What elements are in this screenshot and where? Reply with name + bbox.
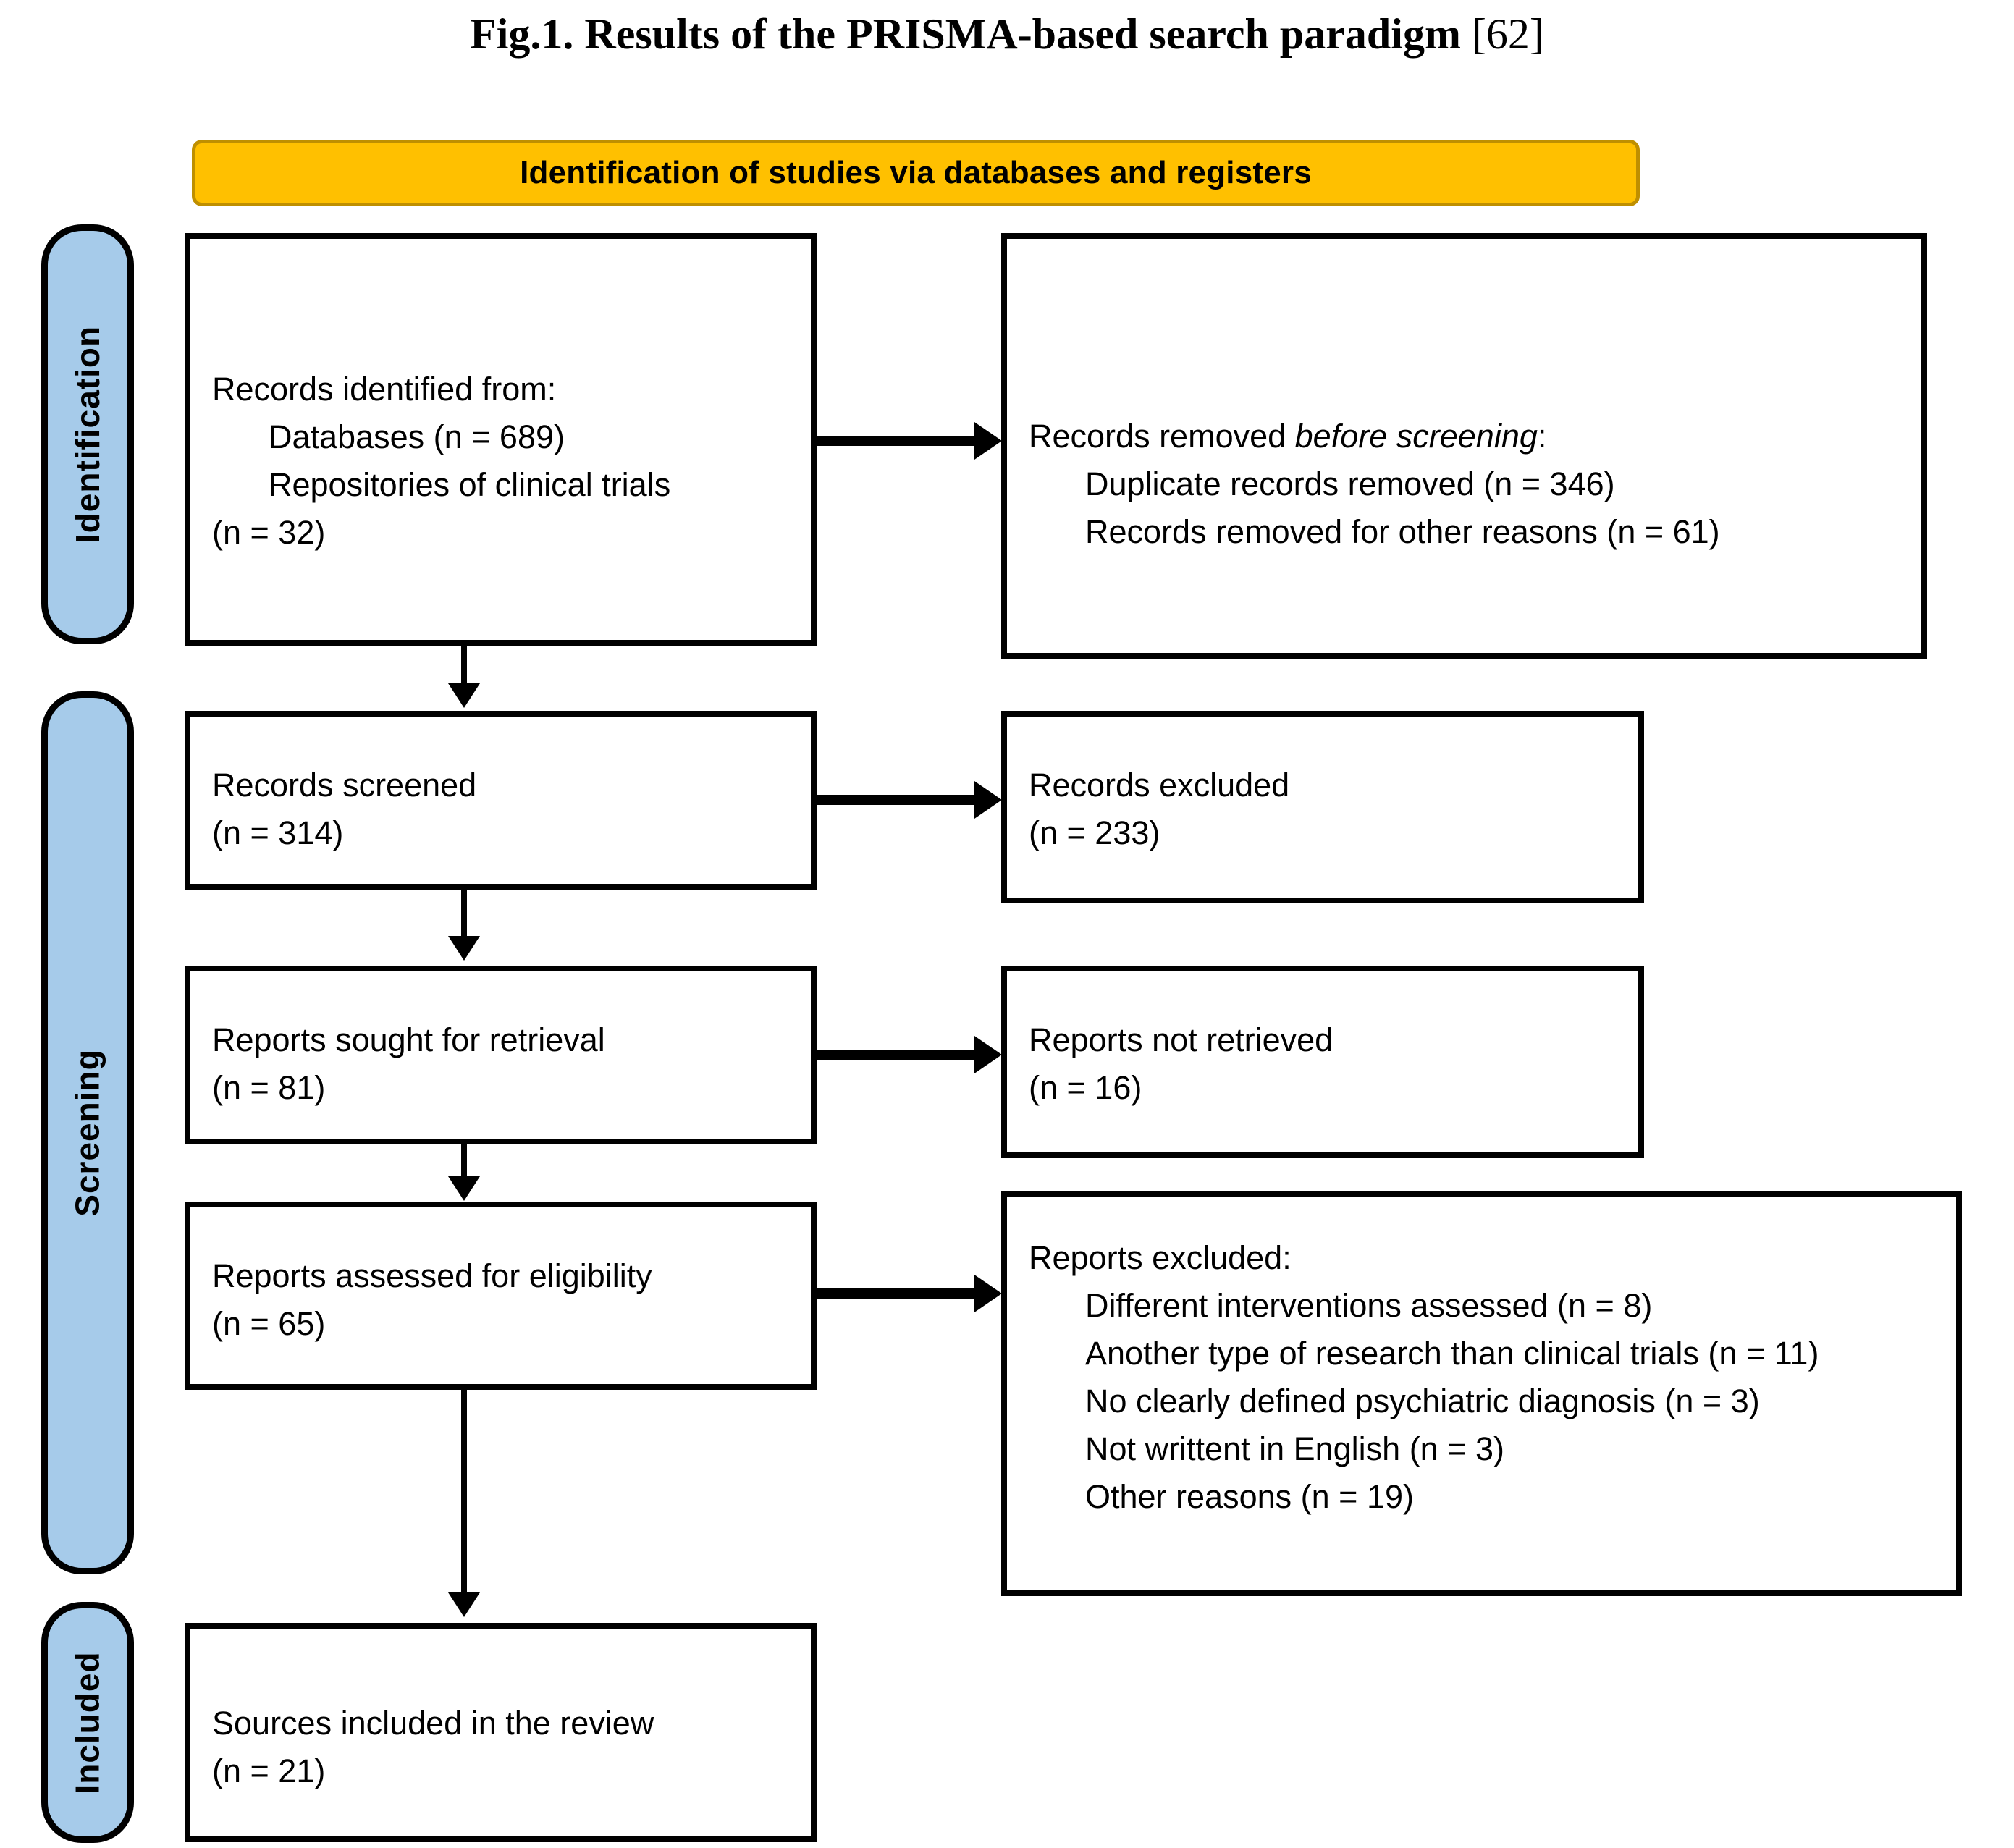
identification-banner: Identification of studies via databases …: [192, 140, 1640, 206]
box-records-excluded: Records excluded (n = 233): [1001, 711, 1644, 903]
records-identified-repositories-count: (n = 32): [212, 514, 326, 551]
records-identified-repositories: Repositories of clinical trials: [269, 466, 671, 503]
reports-not-retrieved-label: Reports not retrieved: [1029, 1021, 1333, 1058]
records-identified-heading: Records identified from:: [212, 371, 557, 408]
connector-sought-to-not-retrieved: [817, 1050, 977, 1060]
records-removed-heading-emphasis: before screening: [1294, 418, 1538, 455]
reports-excluded-reason-1: Different interventions assessed (n = 8): [1085, 1287, 1653, 1324]
records-screened-label: Records screened: [212, 767, 477, 803]
stage-label-identification: Identification: [69, 325, 107, 544]
box-sources-included-text: Sources included in the review (n = 21): [212, 1700, 798, 1795]
records-removed-heading: Records removed before screening:: [1029, 413, 1908, 460]
box-reports-sought: Reports sought for retrieval (n = 81): [185, 966, 817, 1144]
records-removed-heading-pre: Records removed: [1029, 418, 1295, 455]
figure-title: Fig.1. Results of the PRISMA-based searc…: [0, 6, 2014, 62]
box-records-screened-text: Records screened (n = 314): [212, 761, 798, 857]
reports-sought-label: Reports sought for retrieval: [212, 1021, 605, 1058]
box-reports-not-retrieved: Reports not retrieved (n = 16): [1001, 966, 1644, 1158]
figure-title-reference: [62]: [1471, 10, 1544, 58]
connector-screened-to-sought: [461, 887, 467, 939]
identification-banner-label: Identification of studies via databases …: [520, 155, 1312, 190]
connector-assessed-to-included: [461, 1387, 467, 1595]
connector-sought-to-assessed: [461, 1142, 467, 1179]
arrowhead-assessed-to-reports-excluded: [974, 1275, 1002, 1312]
box-sources-included: Sources included in the review (n = 21): [185, 1623, 817, 1842]
records-identified-databases: Databases (n = 689): [269, 418, 565, 455]
records-screened-count: (n = 314): [212, 814, 344, 851]
records-excluded-count: (n = 233): [1029, 814, 1160, 851]
reports-sought-count: (n = 81): [212, 1069, 326, 1106]
box-records-removed-before-screening: Records removed before screening: Duplic…: [1001, 233, 1927, 659]
records-removed-other: Records removed for other reasons (n = 6…: [1085, 513, 1720, 550]
box-reports-excluded-text: Reports excluded: Different intervention…: [1029, 1234, 1943, 1521]
arrowhead-sought-to-assessed: [448, 1176, 480, 1201]
connector-identified-to-screened: [461, 641, 467, 686]
stage-sidebar-included: Included: [41, 1602, 134, 1843]
arrowhead-identified-to-screened: [448, 683, 480, 708]
reports-excluded-reason-5: Other reasons (n = 19): [1085, 1478, 1414, 1515]
connector-screened-to-excluded: [817, 795, 977, 805]
reports-excluded-reason-3: No clearly defined psychiatric diagnosis…: [1085, 1383, 1760, 1419]
reports-excluded-heading: Reports excluded:: [1029, 1239, 1292, 1276]
records-removed-duplicates: Duplicate records removed (n = 346): [1085, 465, 1615, 502]
stage-sidebar-identification: Identification: [41, 224, 134, 644]
reports-excluded-reason-4: Not writtent in English (n = 3): [1085, 1430, 1505, 1467]
sources-included-count: (n = 21): [212, 1752, 326, 1789]
box-records-identified: Records identified from: Databases (n = …: [185, 233, 817, 646]
box-records-removed-text: Records removed before screening: Duplic…: [1029, 413, 1908, 556]
arrowhead-screened-to-excluded: [974, 781, 1002, 819]
connector-identified-to-removed: [817, 436, 977, 446]
reports-not-retrieved-count: (n = 16): [1029, 1069, 1142, 1106]
reports-assessed-label: Reports assessed for eligibility: [212, 1257, 652, 1294]
figure-title-main: Fig.1. Results of the PRISMA-based searc…: [470, 10, 1461, 58]
box-reports-assessed: Reports assessed for eligibility (n = 65…: [185, 1202, 817, 1390]
arrowhead-screened-to-sought: [448, 936, 480, 961]
box-reports-excluded-reasons: Reports excluded: Different intervention…: [1001, 1191, 1962, 1596]
reports-assessed-count: (n = 65): [212, 1305, 326, 1342]
box-reports-assessed-text: Reports assessed for eligibility (n = 65…: [212, 1252, 798, 1348]
stage-label-screening: Screening: [69, 1049, 107, 1217]
box-records-excluded-text: Records excluded (n = 233): [1029, 761, 1625, 857]
arrowhead-identified-to-removed: [974, 422, 1002, 460]
records-removed-heading-post: :: [1537, 418, 1547, 455]
stage-sidebar-screening: Screening: [41, 691, 134, 1574]
box-reports-not-retrieved-text: Reports not retrieved (n = 16): [1029, 1016, 1625, 1112]
reports-excluded-reason-2: Another type of research than clinical t…: [1085, 1335, 1819, 1372]
stage-label-included: Included: [69, 1650, 106, 1794]
sources-included-label: Sources included in the review: [212, 1705, 654, 1742]
connector-assessed-to-reports-excluded: [817, 1288, 977, 1299]
box-reports-sought-text: Reports sought for retrieval (n = 81): [212, 1016, 798, 1112]
records-excluded-label: Records excluded: [1029, 767, 1290, 803]
arrowhead-sought-to-not-retrieved: [974, 1036, 1002, 1073]
arrowhead-assessed-to-included: [448, 1592, 480, 1617]
box-records-identified-text: Records identified from: Databases (n = …: [212, 366, 798, 557]
box-records-screened: Records screened (n = 314): [185, 711, 817, 890]
